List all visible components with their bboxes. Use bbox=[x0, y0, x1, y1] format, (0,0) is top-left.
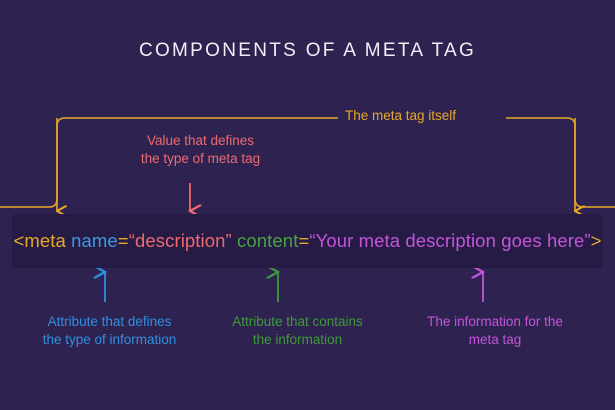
page-title: COMPONENTS OF A META TAG bbox=[138, 40, 477, 61]
annotation-information-for-meta-tag: The information for the meta tag bbox=[427, 314, 563, 347]
gold-bracket-left-arm bbox=[0, 118, 58, 208]
code-token-content-attribute: content bbox=[237, 230, 299, 251]
gold-bracket-right-arm bbox=[574, 118, 615, 208]
code-token-close-bracket: > bbox=[590, 230, 602, 251]
meta-tag-code-line: <meta name=“description” content=“Your m… bbox=[13, 230, 601, 252]
annotation-attribute-defines-type: Attribute that defines the type of infor… bbox=[42, 314, 177, 347]
gold-line-right-horizontal bbox=[506, 117, 576, 127]
code-token-equals-2: = bbox=[298, 230, 310, 251]
annotation-meta-tag-itself: The meta tag itself bbox=[345, 108, 457, 123]
code-token-description-value: “description” bbox=[128, 230, 232, 251]
annotation-attribute-contains-info: Attribute that contains the information bbox=[232, 314, 363, 347]
annotation-value-defines-type: Value that defines the type of meta tag bbox=[140, 133, 261, 166]
code-token-meta-tag: <meta bbox=[13, 230, 72, 251]
gold-line-left-horizontal bbox=[56, 117, 338, 127]
code-token-equals-1: = bbox=[117, 230, 129, 251]
meta-tag-code-bar: <meta name=“description” content=“Your m… bbox=[12, 214, 603, 268]
code-token-name-attribute: name bbox=[71, 230, 118, 251]
code-token-content-value: “Your meta description goes here” bbox=[309, 230, 591, 251]
